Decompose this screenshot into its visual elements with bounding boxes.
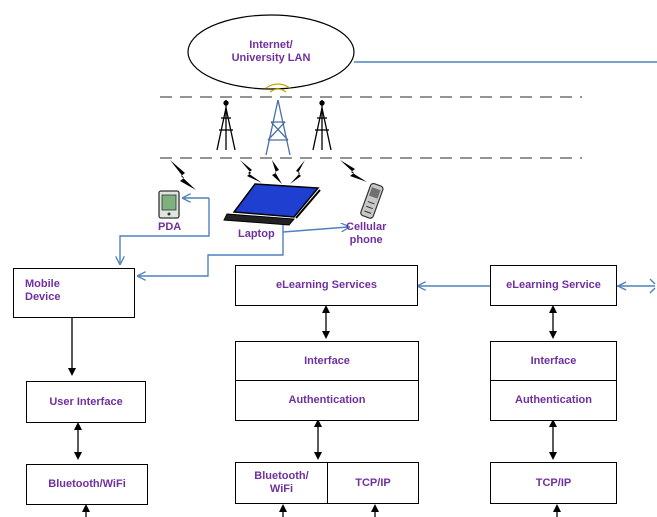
lightning-left-icon <box>170 160 196 190</box>
laptop-to-mobile-link <box>139 225 284 276</box>
pda-label: PDA <box>158 221 182 233</box>
server-a-interface-box: Interface <box>235 341 419 381</box>
lightning-center-left-icon <box>240 160 262 183</box>
mobile-bluetooth-wifi-box: Bluetooth/WiFi <box>26 464 148 505</box>
server-b-tcpip-box: TCP/IP <box>490 462 617 504</box>
cellular-phone-icon <box>360 182 384 219</box>
mobile-device-label-line1: Mobile <box>25 278 60 290</box>
server-a-tcpip-box: TCP/IP <box>327 462 419 504</box>
server-a-conn-line2: WiFi <box>269 483 294 495</box>
server-a-conn-line1: Bluetooth/ <box>254 470 309 482</box>
server-b-authentication-box: Authentication <box>490 380 617 421</box>
cloud-label-line1: Internet/ <box>249 39 293 51</box>
cloud-label-line2: University LAN <box>231 52 311 64</box>
cloud-label: Internet/ University LAN <box>200 39 342 65</box>
elearning-services-box: eLearning Services <box>235 265 418 306</box>
mobile-device-label-line2: Device <box>25 291 61 303</box>
mobile-device-box: Mobile Device <box>13 268 135 318</box>
laptop-icon <box>223 183 321 226</box>
laptop-to-phone-link <box>282 227 348 233</box>
server-a-authentication-box: Authentication <box>235 380 419 421</box>
antenna-left-icon <box>216 100 236 151</box>
pda-to-mobile-link <box>120 198 210 263</box>
cellular-label-line1: Cellular <box>346 221 387 233</box>
user-interface-box: User Interface <box>26 381 146 423</box>
cellular-label-line2: phone <box>349 234 383 246</box>
cellular-label: Cellular phone <box>346 221 386 247</box>
server-a-bluetooth-wifi-box: Bluetooth/ WiFi <box>235 462 328 504</box>
server-b-interface-box: Interface <box>490 341 617 381</box>
internet-cloud <box>187 14 355 90</box>
laptop-label: Laptop <box>238 228 275 240</box>
lightning-center-icon <box>272 160 282 184</box>
lightning-right-icon <box>340 160 367 182</box>
pda-icon <box>158 190 180 219</box>
lightning-center-right-icon <box>290 160 305 184</box>
antenna-right-icon <box>312 100 332 151</box>
cell-tower-icon <box>265 83 291 156</box>
elearning-service-box: eLearning Service <box>490 265 617 306</box>
